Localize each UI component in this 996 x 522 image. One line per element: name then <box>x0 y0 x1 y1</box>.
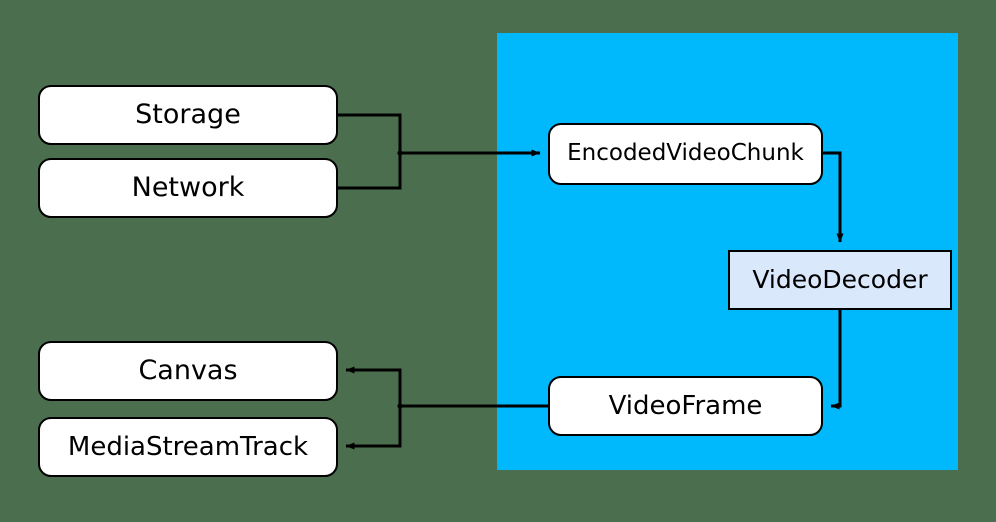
edge-storage-to-chunk <box>338 113 402 153</box>
node-video-decoder[interactable]: VideoDecoder <box>728 250 952 310</box>
node-media-stream-track-label: MediaStreamTrack <box>67 431 309 462</box>
node-encoded-video-chunk-label: EncodedVideoChunk <box>567 140 804 167</box>
edge-frame-to-canvas <box>345 366 402 406</box>
node-video-frame-label: VideoFrame <box>608 390 763 421</box>
edge-network-to-chunk <box>338 153 402 190</box>
edge-frame-to-mediastream <box>345 406 402 450</box>
node-encoded-video-chunk[interactable]: EncodedVideoChunk <box>548 123 823 185</box>
node-media-stream-track[interactable]: MediaStreamTrack <box>38 417 338 477</box>
node-video-frame[interactable]: VideoFrame <box>548 376 823 436</box>
node-network[interactable]: Network <box>38 158 338 218</box>
node-network-label: Network <box>131 172 245 204</box>
node-canvas-label: Canvas <box>138 355 238 387</box>
node-storage-label: Storage <box>135 99 241 131</box>
node-storage[interactable]: Storage <box>38 85 338 145</box>
node-video-decoder-label: VideoDecoder <box>752 265 928 295</box>
node-canvas[interactable]: Canvas <box>38 341 338 401</box>
